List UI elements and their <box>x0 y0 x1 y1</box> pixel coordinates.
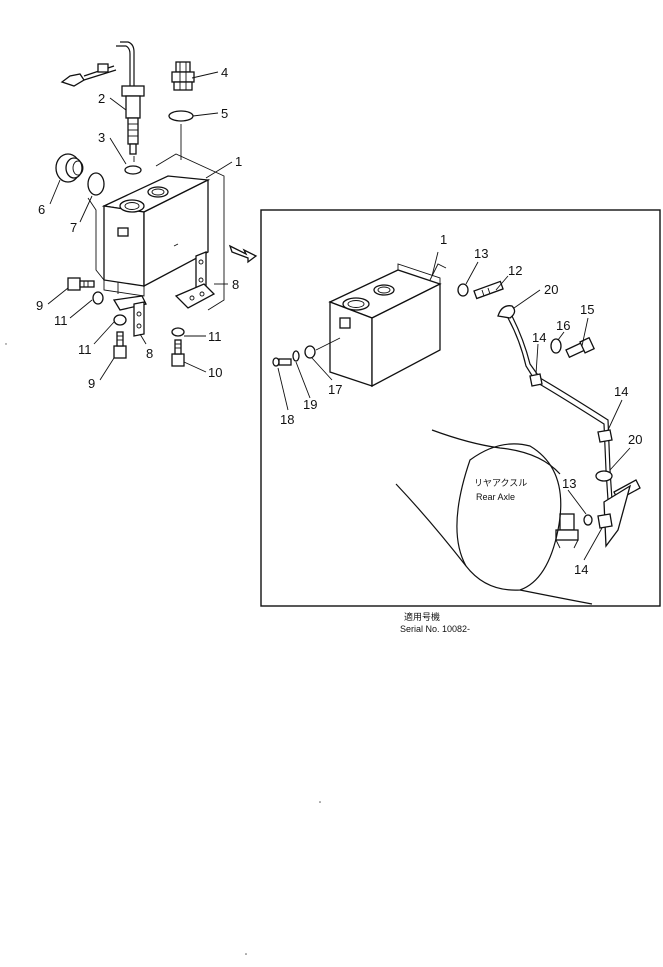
fitting-lower <box>555 513 579 549</box>
bracket-8-lower <box>112 295 147 337</box>
inset-frame <box>260 209 661 607</box>
washer-11-a <box>92 291 104 305</box>
label-7: 7 <box>70 220 77 235</box>
washer-11-b <box>113 314 127 326</box>
scan-speck <box>5 343 7 345</box>
arrow-to-inset <box>228 244 258 264</box>
clamp-13-top <box>457 283 469 297</box>
label-11-b: 11 <box>78 342 92 357</box>
explode-guides <box>87 124 225 311</box>
clamp-14-c <box>597 513 613 529</box>
label-19: 19 <box>303 397 317 412</box>
label-9-top: 9 <box>36 298 43 313</box>
bolt-18 <box>272 357 292 367</box>
clip-20-bottom <box>595 470 613 482</box>
sensor-cable <box>60 41 135 88</box>
label-20-bottom: 20 <box>628 432 642 447</box>
label-16: 16 <box>556 318 570 333</box>
label-6: 6 <box>38 202 45 217</box>
clamp-14-a <box>529 373 543 387</box>
label-15: 15 <box>580 302 594 317</box>
rear-axle-english: Rear Axle <box>476 492 515 502</box>
bracket-8-upper <box>174 251 216 309</box>
serial-number: Serial No. 10082- <box>400 624 470 634</box>
label-13-top: 13 <box>474 246 488 261</box>
label-18: 18 <box>280 412 294 427</box>
sensor-body <box>121 85 145 155</box>
label-1-inset: 1 <box>440 232 447 247</box>
serial-japanese: 適用号機 <box>404 611 440 622</box>
filler-cap <box>171 61 195 91</box>
clamp-14-b <box>597 429 613 443</box>
tank-inset <box>328 263 447 388</box>
leader-lines-left <box>47 71 233 381</box>
rear-axle-outline <box>395 429 593 605</box>
label-14-c: 14 <box>574 562 588 577</box>
label-5: 5 <box>221 106 228 121</box>
label-10: 10 <box>208 365 222 380</box>
rear-axle-japanese: リヤアクスル <box>474 478 527 488</box>
washer-19 <box>292 350 300 362</box>
label-8-bottom: 8 <box>146 346 153 361</box>
bolt-15 <box>565 336 595 359</box>
label-14-a: 14 <box>532 330 546 345</box>
gasket-5 <box>168 110 194 122</box>
plug-6 <box>55 153 84 183</box>
label-17: 17 <box>328 382 342 397</box>
scan-speck <box>245 953 247 955</box>
scan-speck <box>319 801 321 803</box>
bolt-9-upper <box>67 277 95 291</box>
label-2: 2 <box>98 91 105 106</box>
label-11-c: 11 <box>208 329 222 344</box>
clamp-13-bottom <box>583 514 593 526</box>
label-9-bottom: 9 <box>88 376 95 391</box>
label-12: 12 <box>508 263 522 278</box>
label-8-right: 8 <box>232 277 239 292</box>
mount-plate <box>603 484 632 548</box>
label-3: 3 <box>98 130 105 145</box>
label-4: 4 <box>221 65 228 80</box>
washer-16 <box>550 338 562 354</box>
washer-11-c <box>171 327 185 337</box>
tank-left <box>101 175 211 297</box>
label-14-b: 14 <box>614 384 628 399</box>
o-ring-7 <box>87 172 105 196</box>
label-20-top: 20 <box>544 282 558 297</box>
label-13-bottom: 13 <box>562 476 576 491</box>
label-11-a: 11 <box>54 313 68 328</box>
leader-lines-inset <box>277 251 631 561</box>
fitting-17 <box>304 337 341 359</box>
pin-12 <box>473 280 504 300</box>
o-ring-3 <box>124 165 142 175</box>
label-1-left: 1 <box>235 154 242 169</box>
bolt-9-lower <box>113 331 127 359</box>
bolt-10 <box>171 339 185 367</box>
clip-20-top <box>497 305 516 319</box>
